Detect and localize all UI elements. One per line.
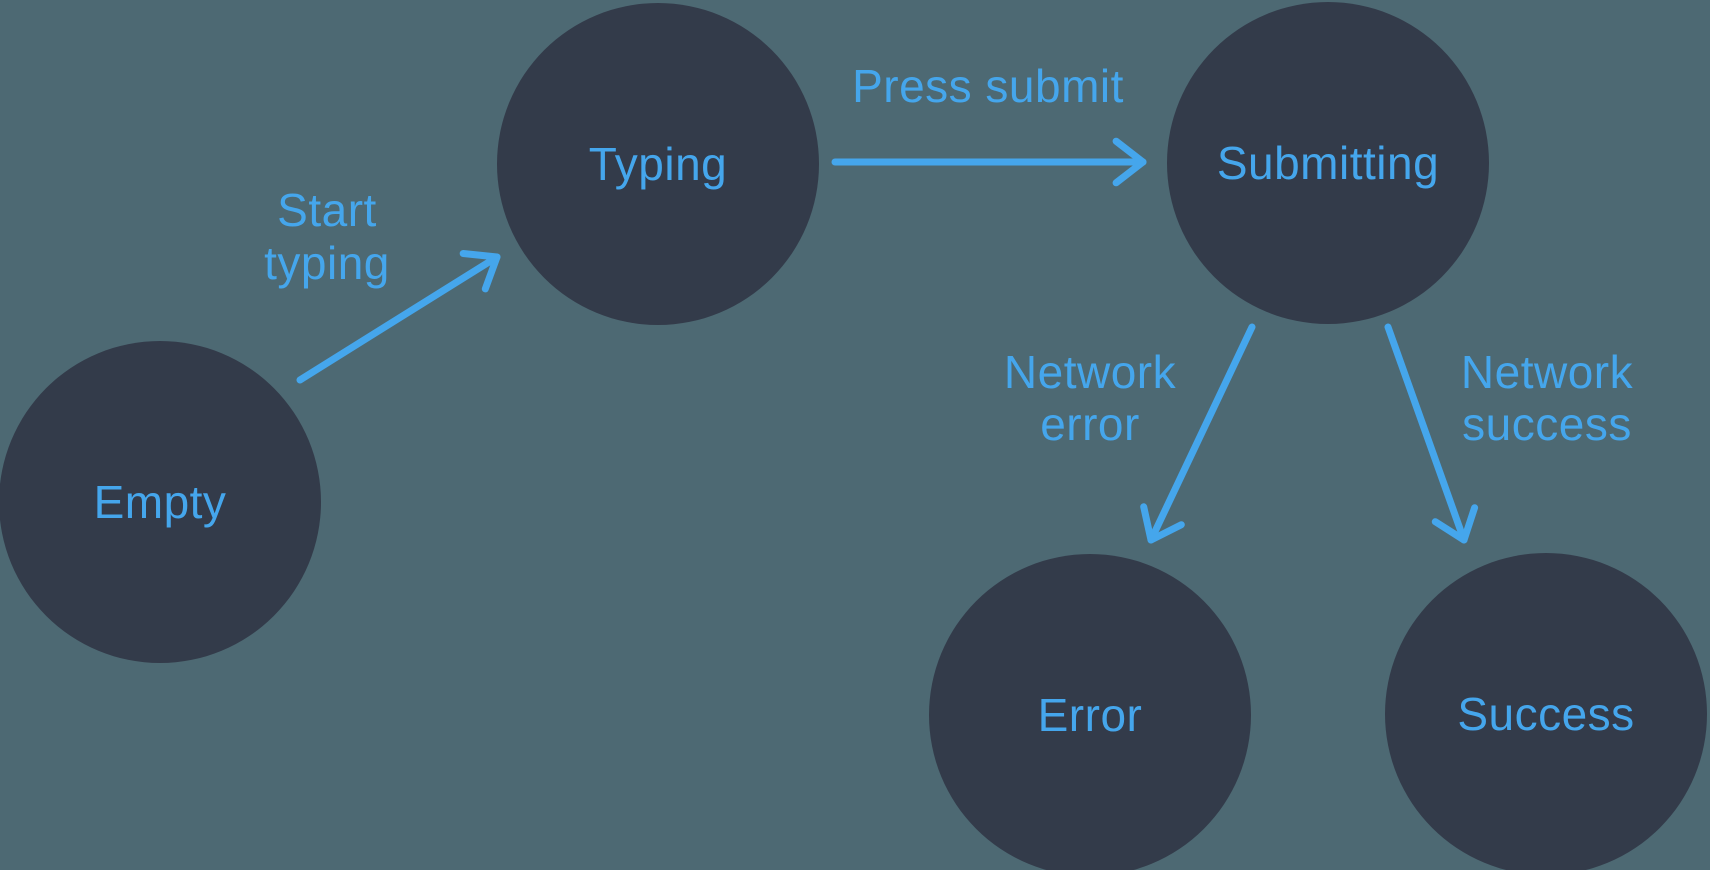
node-submitting-circle xyxy=(1167,2,1489,324)
edge-press-submit: Press submit xyxy=(831,60,1147,187)
arrowhead-icon xyxy=(1431,504,1479,544)
node-typing-circle xyxy=(497,3,819,325)
node-typing: Typing xyxy=(497,3,819,325)
node-typing-label: Typing xyxy=(589,138,728,190)
node-submitting-label: Submitting xyxy=(1217,137,1439,189)
edge-network-success-line xyxy=(1384,323,1468,544)
node-success-circle xyxy=(1385,553,1707,870)
node-empty-label: Empty xyxy=(94,476,227,528)
edge-network-error-label: error xyxy=(1040,398,1140,450)
edge-press-submit-label: Press submit xyxy=(852,60,1124,112)
node-success-label: Success xyxy=(1457,688,1634,740)
edge-network-error-line xyxy=(1147,323,1256,544)
node-error: Error xyxy=(929,554,1251,870)
node-error-circle xyxy=(929,554,1251,870)
edge-network-error-label: Network xyxy=(1004,346,1177,398)
edge-start-typing-label: Start xyxy=(277,184,377,236)
edge-start-typing-label: typing xyxy=(264,237,390,289)
edge-network-success-label: success xyxy=(1462,398,1632,450)
node-empty: Empty xyxy=(0,341,321,663)
edge-start-typing-line xyxy=(296,253,501,384)
node-success: Success xyxy=(1385,553,1707,870)
arrowhead-icon xyxy=(1112,137,1147,187)
node-empty-circle xyxy=(0,341,321,663)
arrowhead-icon xyxy=(1140,503,1185,544)
node-submitting: Submitting xyxy=(1167,2,1489,324)
edge-network-success-label: Network xyxy=(1461,346,1634,398)
node-error-label: Error xyxy=(1038,689,1143,741)
arrowhead-icon xyxy=(459,250,501,293)
